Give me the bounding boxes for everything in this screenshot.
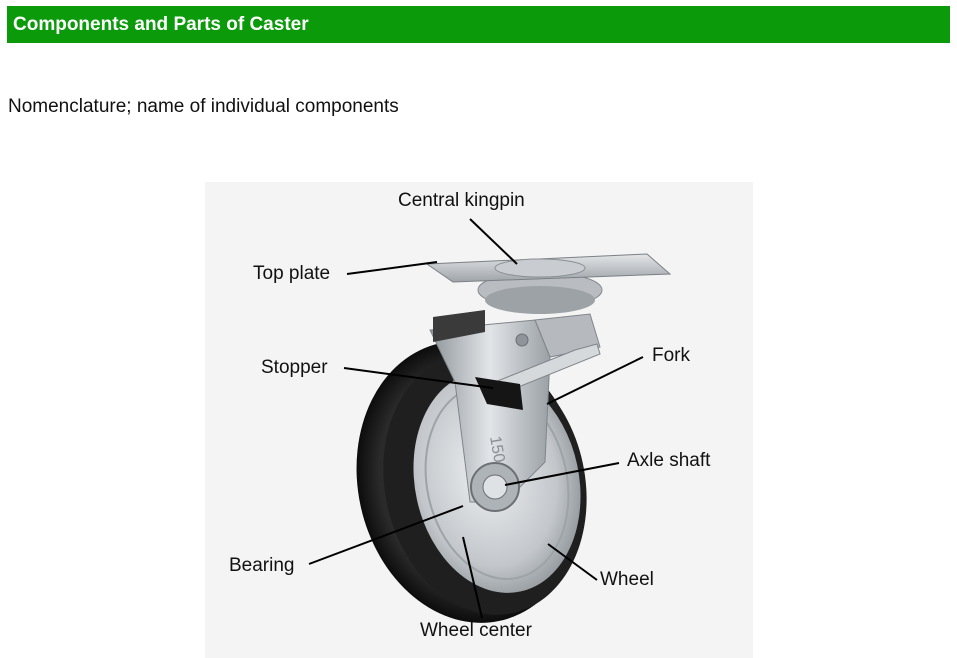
axle-shaft-leader [504, 462, 620, 486]
label-axle-shaft: Axle shaft [627, 450, 711, 471]
label-fork: Fork [652, 345, 690, 366]
label-bearing: Bearing [229, 555, 295, 576]
leader-lines [308, 218, 644, 619]
intro-text: Nomenclature; name of individual compone… [8, 96, 399, 117]
bearing-leader [308, 505, 464, 565]
label-wheel-center: Wheel center [420, 620, 532, 641]
stopper-shape [475, 343, 601, 410]
stopper-leader [343, 367, 494, 389]
wheel-center-leader [462, 536, 483, 619]
central-kingpin-leader [469, 218, 518, 265]
label-top-plate: Top plate [253, 263, 331, 284]
label-stopper: Stopper [261, 357, 328, 378]
label-central-kingpin: Central kingpin [398, 190, 525, 211]
wheel-leader [547, 543, 598, 581]
caster-illustration: 150 [308, 218, 672, 623]
section-title: Components and Parts of Caster [13, 13, 309, 35]
wheel-marking: 150 [486, 435, 507, 464]
section-header: Components and Parts of Caster [7, 6, 950, 43]
label-wheel: Wheel [600, 569, 654, 590]
fork-shape: 150 [429, 310, 601, 503]
caster-diagram: 150 Central [205, 182, 753, 658]
axle-shape [470, 462, 520, 512]
top-plate-shape [425, 253, 672, 283]
fork-leader [546, 356, 644, 405]
top-plate-leader [346, 261, 438, 275]
